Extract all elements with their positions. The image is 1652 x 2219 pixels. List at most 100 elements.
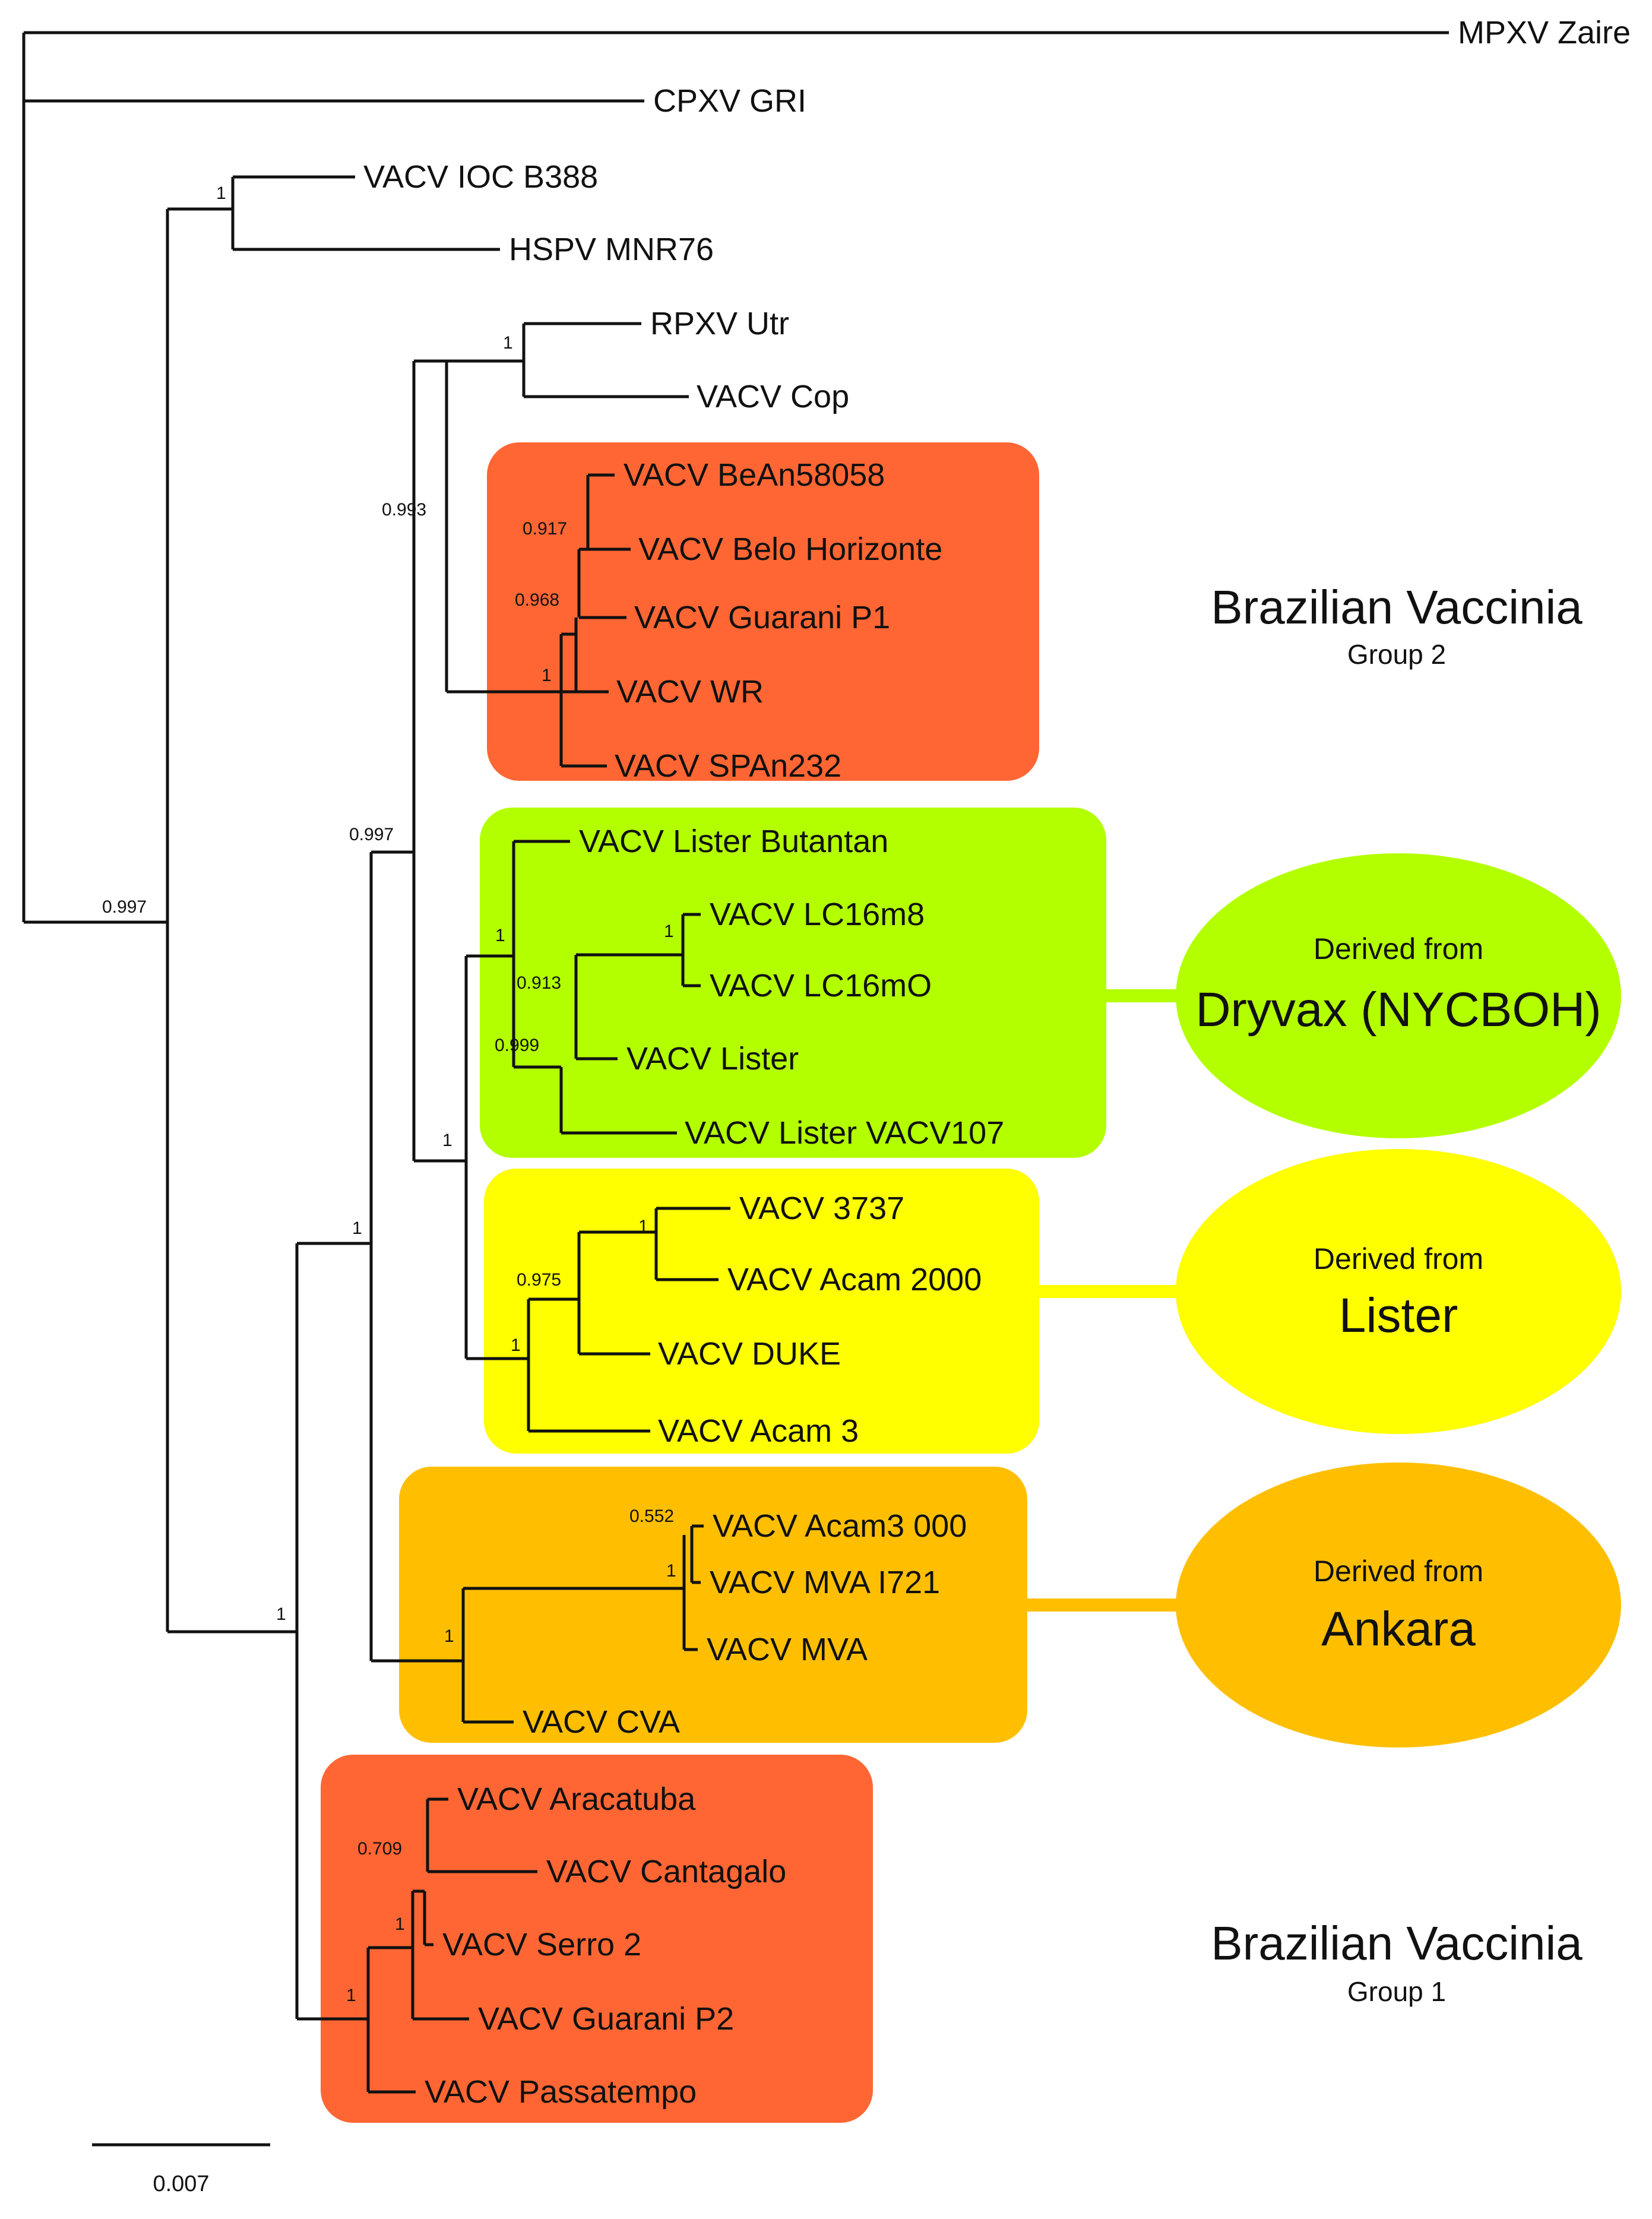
support-label: 0.709 — [357, 1839, 402, 1859]
support-label: 0.997 — [349, 825, 394, 844]
oval-subtitle-dryvax: Derived from — [1314, 932, 1483, 966]
tree-branches — [22, 31, 1449, 2094]
oval-lister — [1176, 1149, 1621, 1434]
leaf-vacv-bean58058: VACV BeAn58058 — [624, 457, 885, 493]
support-label: 0.913 — [517, 973, 561, 993]
support-label: 0.917 — [523, 519, 567, 539]
leaf-vacv-acam-3: VACV Acam 3 — [658, 1413, 859, 1449]
oval-subtitle-lister: Derived from — [1314, 1242, 1483, 1275]
support-label: 1 — [444, 1626, 454, 1646]
branch-duke-clade — [577, 1230, 656, 1356]
clade-box-dryvax — [480, 808, 1106, 1158]
leaf-vacv-lc16m8: VACV LC16m8 — [710, 897, 925, 932]
leaf-vacv-lc16mo: VACV LC16mO — [710, 968, 932, 1004]
leaf-vacv-acam-2000: VACV Acam 2000 — [727, 1262, 982, 1297]
branch-cop-brazil2 — [445, 359, 576, 694]
leaf-vacv-belo-horizonte: VACV Belo Horizonte — [638, 531, 942, 567]
leaf-vacv-guarani-p2: VACV Guarani P2 — [478, 2001, 734, 2037]
leaf-mpxv-zaire: MPXV Zaire — [1458, 15, 1631, 50]
leaf-vacv-cva: VACV CVA — [523, 1704, 680, 1740]
support-label: 1 — [638, 1217, 648, 1236]
branch-serro-2 — [423, 1891, 433, 1946]
clade-box-brazil-group-1 — [321, 1755, 873, 2123]
leaf-rpxv-utr: RPXV Utr — [650, 306, 789, 341]
leaf-hspv-mnr76: HSPV MNR76 — [509, 232, 714, 267]
leaf-vacv-lister-vacv107: VACV Lister VACV107 — [685, 1115, 1004, 1151]
group-title-brazil-1: Brazilian Vaccinia — [1211, 1917, 1583, 1970]
leaf-vacv-acam3-000: VACV Acam3 000 — [713, 1508, 967, 1544]
clade-box-ankara — [399, 1467, 1027, 1743]
oval-title-ankara: Ankara — [1321, 1602, 1476, 1656]
support-label: 0.968 — [515, 590, 559, 610]
support-label: 1 — [511, 1335, 521, 1355]
leaf-vacv-cop: VACV Cop — [697, 379, 849, 414]
oval-dryvax — [1176, 853, 1621, 1138]
branch-aracatuba-cantagalo — [426, 1797, 537, 1873]
oval-subtitle-ankara: Derived from — [1314, 1555, 1483, 1588]
leaf-vacv-lister-butantan: VACV Lister Butantan — [579, 824, 888, 859]
support-label: 1 — [395, 1914, 405, 1934]
oval-title-dryvax: Dryvax (NYCBOH) — [1195, 983, 1601, 1037]
branch-upper-vacv — [412, 359, 466, 1163]
support-label: 1 — [352, 1218, 362, 1238]
support-label: 1 — [542, 666, 552, 685]
scale-bar-label: 0.007 — [153, 2171, 209, 2196]
support-label: 1 — [666, 1561, 676, 1581]
branch-lc16-lister — [574, 953, 683, 1061]
branch-acam3000-mva — [690, 1524, 704, 1584]
support-label: 1 — [664, 922, 674, 941]
branch-lister-clade — [527, 1297, 650, 1433]
leaf-vacv-wr: VACV WR — [616, 674, 764, 710]
oval-title-lister: Lister — [1339, 1289, 1458, 1343]
branch-ioc-hspv — [231, 175, 500, 251]
support-label: 0.552 — [629, 1506, 674, 1526]
branch-all-vacv — [295, 1242, 371, 2021]
support-label: 0.975 — [517, 1270, 561, 1290]
support-label: 1 — [503, 333, 513, 353]
branch-serro-clade — [411, 1889, 469, 2021]
support-label: 1 — [495, 926, 505, 945]
support-label: 1 — [346, 1986, 356, 2005]
leaf-vacv-mva: VACV MVA — [707, 1632, 868, 1667]
leaf-vacv-cantagalo: VACV Cantagalo — [546, 1854, 786, 1889]
branch-vacv-split — [166, 207, 297, 1634]
group-title-brazil-2: Brazilian Vaccinia — [1211, 581, 1583, 634]
group-subtitle-brazil-1: Group 1 — [1347, 1976, 1446, 2007]
leaf-vacv-guarani-p1: VACV Guarani P1 — [634, 600, 890, 635]
support-label: 0.999 — [495, 1036, 539, 1055]
leaf-vacv-ioc-b388: VACV IOC B388 — [363, 159, 598, 195]
support-label: 1 — [216, 183, 226, 203]
leaf-vacv-serro-2: VACV Serro 2 — [442, 1927, 641, 1962]
support-label: 1 — [276, 1604, 286, 1624]
branch-upper-ankara — [369, 850, 463, 1663]
branch-root — [22, 31, 1449, 924]
leaf-cpxv-gri: CPXV GRI — [653, 83, 806, 119]
leaf-labels: MPXV Zaire CPXV GRI VACV IOC B388 HSPV M… — [363, 15, 1631, 2110]
leaf-vacv-mva-i721: VACV MVA I721 — [710, 1565, 940, 1600]
leaf-vacv-aracatuba: VACV Aracatuba — [457, 1781, 696, 1817]
branch-brazil2-root — [559, 632, 607, 768]
leaf-vacv-passatempo: VACV Passatempo — [425, 2074, 697, 2110]
branch-wr-clade — [574, 634, 609, 694]
branch-mva-group — [682, 1535, 698, 1651]
leaf-vacv-lister: VACV Lister — [626, 1041, 799, 1077]
support-label: 1 — [442, 1131, 452, 1150]
clade-box-brazil-group-2 — [487, 442, 1039, 781]
branch-brazil1-root — [366, 1946, 416, 2094]
support-label: 0.997 — [102, 897, 147, 917]
group-subtitle-brazil-2: Group 2 — [1347, 639, 1446, 670]
branch-3737-acam2000 — [654, 1207, 730, 1281]
branch-dryvax-lister — [464, 954, 528, 1360]
oval-ankara — [1176, 1463, 1621, 1748]
support-values: 0.997 1 1 0.993 0.917 0.968 1 0.997 1 1 … — [102, 183, 676, 2005]
support-label: 0.993 — [382, 500, 426, 520]
leaf-vacv-span232: VACV SPAn232 — [615, 748, 841, 784]
branch-bean-belo — [586, 473, 631, 551]
clade-box-lister — [484, 1169, 1039, 1454]
branch-rpxv-cop — [522, 322, 689, 398]
branch-dryvax-clade — [512, 840, 570, 1069]
leaf-vacv-duke: VACV DUKE — [658, 1336, 841, 1372]
branch-lc16 — [681, 913, 701, 987]
branch-ankara-clade — [461, 1587, 684, 1724]
